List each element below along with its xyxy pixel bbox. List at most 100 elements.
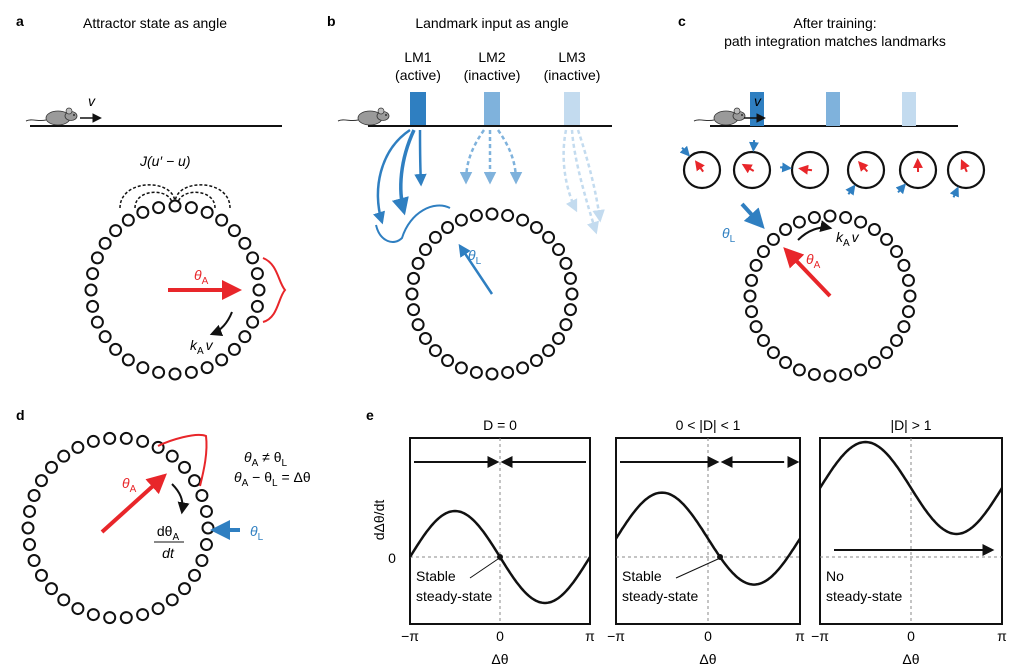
ring-node: [34, 474, 48, 488]
ring-node: [84, 283, 98, 297]
lm2-state: (inactive): [464, 67, 521, 83]
plot-annotation: steady-state: [416, 588, 492, 604]
lm3-marker: [902, 92, 916, 126]
ring-node: [227, 342, 241, 356]
ring-node: [215, 353, 229, 367]
ring-node: [238, 330, 252, 344]
ring-node: [200, 361, 214, 375]
ring-node: [529, 220, 543, 234]
ring-node: [34, 568, 48, 582]
plot-annotation: steady-state: [622, 588, 698, 604]
panel-letter-c: c: [678, 13, 686, 29]
ring-node: [766, 232, 780, 246]
ring-node: [405, 287, 419, 301]
ring-node: [867, 356, 881, 370]
lm1-projections: [373, 128, 451, 243]
attractor-ring: [21, 431, 215, 625]
x-tick-label: −π: [401, 628, 419, 644]
ring-node: [516, 361, 530, 375]
ring-node: [121, 353, 135, 367]
ring-node: [854, 363, 868, 377]
small-ring-sequence: [679, 140, 986, 198]
ring-node: [749, 258, 763, 272]
velocity-label: v: [88, 93, 96, 109]
ring-node: [501, 365, 515, 379]
x-tick-label: π: [997, 628, 1007, 644]
ring-node: [890, 333, 904, 347]
ring-node: [136, 361, 150, 375]
ring-node: [552, 331, 566, 345]
ring-node: [897, 258, 911, 272]
ring-node: [199, 538, 213, 552]
ring-node: [779, 222, 793, 236]
plot-title: 0 < |D| < 1: [676, 417, 741, 433]
ring-node: [44, 460, 58, 474]
ring-node: [743, 289, 757, 303]
ring-node: [880, 346, 894, 360]
inequality-equation: θA ≠ θL: [244, 449, 288, 469]
ring-node: [454, 361, 468, 375]
ring-node: [745, 273, 759, 287]
lm3-projections: [562, 129, 605, 235]
ring-node: [901, 305, 915, 319]
theta-a-arrow: [100, 473, 167, 534]
ring-node: [542, 344, 556, 358]
ring-node: [559, 256, 573, 270]
activity-bump: [262, 257, 287, 323]
series-line: [818, 440, 1004, 536]
attractor-ring: [84, 199, 266, 381]
ring-node: [195, 554, 209, 568]
ring-node: [57, 449, 71, 463]
ring-node: [23, 538, 37, 552]
lm2-marker: [484, 92, 500, 126]
ring-node: [880, 232, 894, 246]
panel-letter-b: b: [327, 13, 336, 29]
ring-node: [485, 207, 499, 221]
ring-node: [756, 333, 770, 347]
ring-node: [103, 431, 117, 445]
ring-node: [152, 201, 166, 215]
ring-node: [901, 273, 915, 287]
ring-node: [200, 205, 214, 219]
theta-a-arrow: [783, 247, 832, 298]
ring-node: [188, 474, 202, 488]
x-axis-label: Δθ: [902, 651, 919, 667]
ring-node: [839, 367, 853, 381]
ring-node: [109, 342, 123, 356]
theta-l-arrow: [458, 243, 494, 295]
ring-node: [807, 211, 821, 225]
small-theta-l-arrow: [845, 184, 856, 196]
ring-node: [201, 521, 215, 535]
ring-node: [195, 488, 209, 502]
ring-node: [890, 245, 904, 259]
ring-node: [823, 209, 837, 223]
annotation-leader: [675, 558, 719, 579]
ring-node: [756, 245, 770, 259]
plot-annotation: Stable: [622, 568, 662, 584]
y-tick-zero: 0: [388, 550, 396, 566]
ring-node: [44, 582, 58, 596]
deriv-denominator: dt: [162, 545, 175, 561]
theta-l-arrow: [740, 202, 765, 229]
ring-node: [485, 367, 499, 381]
ring-node: [552, 243, 566, 257]
panel-c-title-line2: path integration matches landmarks: [724, 33, 946, 49]
ring-node: [823, 369, 837, 383]
x-tick-label: −π: [607, 628, 625, 644]
ring-node: [21, 521, 35, 535]
small-theta-l-arrow: [780, 162, 793, 173]
ring-node: [178, 582, 192, 596]
ring-node: [178, 460, 192, 474]
x-tick-label: 0: [496, 628, 504, 644]
fixed-point: [497, 554, 503, 560]
ring-node: [98, 236, 112, 250]
panel-c-title-line1: After training:: [793, 15, 876, 31]
ring-node: [86, 608, 100, 622]
small-theta-a-arrow: [858, 161, 869, 173]
ring-node: [501, 209, 515, 223]
ring-node: [165, 449, 179, 463]
ring-node: [90, 315, 104, 329]
ring-node: [188, 568, 202, 582]
